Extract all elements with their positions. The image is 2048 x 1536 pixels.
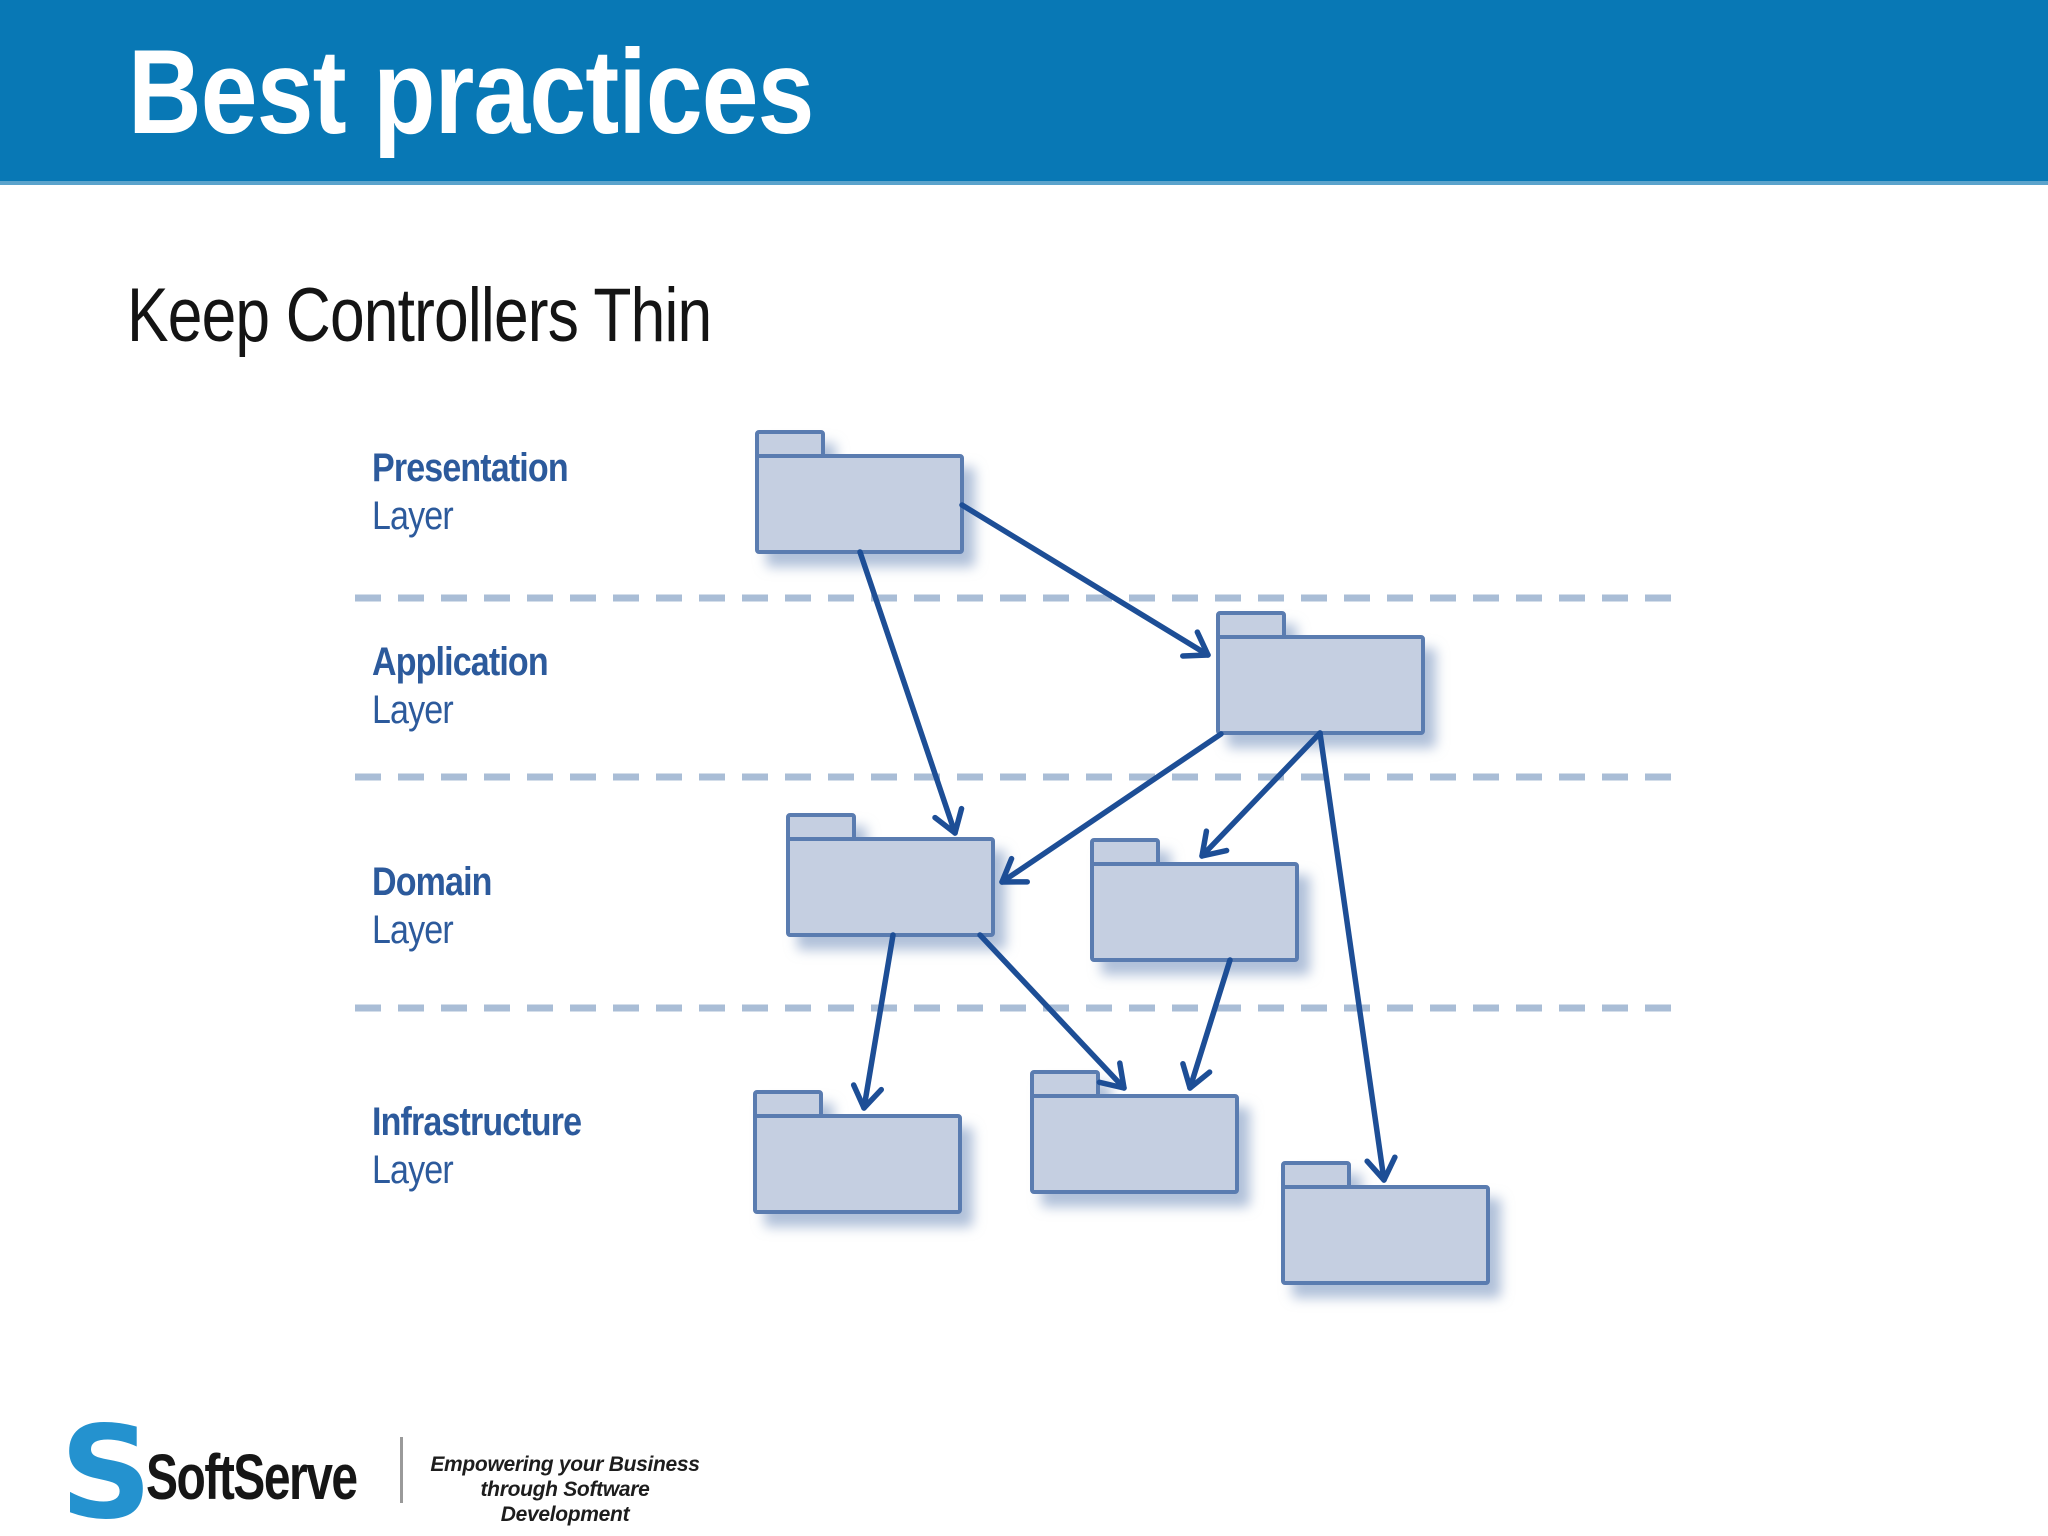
layer-sub: Layer — [372, 688, 454, 732]
package-body — [753, 1114, 962, 1214]
dependency-arrow-domain-2-to-infrastructure-2 — [1180, 957, 1233, 1091]
footer-divider — [400, 1437, 403, 1503]
page-title: Best practices — [128, 25, 814, 159]
package-infrastructure-1 — [753, 1090, 962, 1214]
slide-footer: S SoftServe Empowering your Business thr… — [0, 1400, 2048, 1536]
package-body — [1090, 862, 1299, 962]
layer-label-domain: Domain Layer — [372, 858, 492, 954]
package-infrastructure-3 — [1281, 1161, 1490, 1285]
layer-label-application: Application Layer — [372, 638, 549, 734]
layer-sub: Layer — [372, 494, 454, 538]
softserve-logo-icon: S — [60, 1399, 153, 1536]
dependency-arrow-presentation-1-to-application-1 — [959, 502, 1211, 659]
package-body — [1030, 1094, 1239, 1194]
package-body — [786, 837, 995, 937]
layer-name: Infrastructure — [372, 1100, 582, 1144]
dependency-arrow-domain-1-to-infrastructure-1 — [850, 932, 896, 1111]
layer-label-presentation: Presentation Layer — [372, 444, 569, 540]
brand-name: SoftServe — [146, 1441, 358, 1513]
slide-subtitle: Keep Controllers Thin — [127, 273, 712, 358]
dependency-arrow-presentation-1-to-domain-1 — [857, 549, 965, 836]
tagline-line1: Empowering your Business — [430, 1453, 700, 1476]
package-infrastructure-2 — [1030, 1070, 1239, 1194]
layer-name: Presentation — [372, 446, 569, 490]
layer-name: Domain — [372, 860, 492, 904]
package-application-1 — [1216, 611, 1425, 735]
layer-sub: Layer — [372, 908, 454, 952]
dependency-arrow-domain-1-to-infrastructure-2 — [977, 932, 1127, 1091]
tagline-line2: through Software Development — [480, 1478, 650, 1526]
dependency-arrow-application-1-to-infrastructure-3 — [1317, 730, 1398, 1183]
layer-sub: Layer — [372, 1148, 454, 1192]
layer-name: Application — [372, 640, 549, 684]
package-body — [1281, 1185, 1490, 1285]
package-presentation-1 — [755, 430, 964, 554]
package-body — [1216, 635, 1425, 735]
dependency-arrow-application-1-to-domain-1 — [999, 731, 1224, 885]
layer-label-infrastructure: Infrastructure Layer — [372, 1098, 582, 1194]
package-domain-1 — [786, 813, 995, 937]
package-domain-2 — [1090, 838, 1299, 962]
dependency-arrow-application-1-to-domain-2 — [1199, 730, 1323, 859]
brand-tagline: Empowering your Business through Softwar… — [428, 1452, 702, 1527]
package-body — [755, 454, 964, 554]
slide-header: Best practices — [0, 0, 2048, 185]
